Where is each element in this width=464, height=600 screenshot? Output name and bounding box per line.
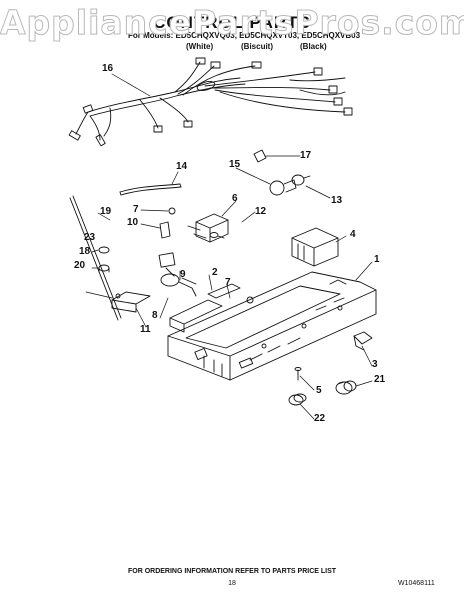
callout-6: 6: [232, 193, 238, 204]
callout-8: 8: [152, 310, 158, 321]
callout-16: 16: [102, 63, 114, 74]
wire-harness: [68, 57, 353, 147]
socket: [288, 393, 307, 406]
diagram-title: CONTROL PARTS: [153, 13, 311, 32]
color-biscuit: (Biscuit): [241, 42, 273, 51]
mounting-plates: [169, 283, 254, 333]
page-number: 18: [228, 580, 236, 587]
callout-3: 3: [372, 359, 378, 370]
thermostat-assembly: [158, 252, 197, 297]
callout-17: 17: [300, 150, 312, 161]
callout-23: 23: [84, 232, 96, 243]
callout-11: 11: [140, 324, 151, 335]
control-module: [291, 227, 339, 267]
models-line: For Models: ED5CHQXVQ03, ED5CHQXVT03, ED…: [128, 31, 361, 40]
callout-18: 18: [79, 246, 91, 257]
color-black: (Black): [300, 42, 327, 51]
callout-7-lower: 7: [225, 277, 231, 288]
callout-12: 12: [255, 206, 267, 217]
bracket: [111, 291, 151, 313]
knob: [335, 380, 357, 395]
leader-lines: [85, 73, 373, 420]
callout-7-upper: 7: [133, 204, 139, 215]
watermark: AppliancePartsPros.com: [0, 3, 464, 43]
callout-13: 13: [331, 195, 343, 206]
switch: [187, 213, 229, 243]
callout-4: 4: [350, 229, 356, 240]
ordering-footer: FOR ORDERING INFORMATION REFER TO PARTS …: [127, 568, 337, 575]
control-housing: [167, 271, 377, 381]
tube: [119, 183, 182, 196]
callout-15: 15: [229, 159, 241, 170]
callout-14: 14: [176, 161, 188, 172]
callout-5: 5: [316, 385, 322, 396]
rod: [69, 195, 122, 321]
callout-1: 1: [374, 254, 380, 265]
document-id: W10468111: [398, 580, 435, 587]
clip: [353, 331, 373, 351]
callout-21: 21: [374, 374, 386, 385]
color-white: (White): [186, 42, 214, 51]
callout-19: 19: [100, 206, 112, 217]
callout-20: 20: [74, 260, 86, 271]
callout-2: 2: [212, 267, 218, 278]
callout-10: 10: [127, 217, 139, 228]
light-bulb: [253, 149, 311, 196]
callout-9: 9: [180, 269, 186, 280]
callout-22: 22: [314, 413, 326, 424]
screw: [294, 367, 302, 381]
